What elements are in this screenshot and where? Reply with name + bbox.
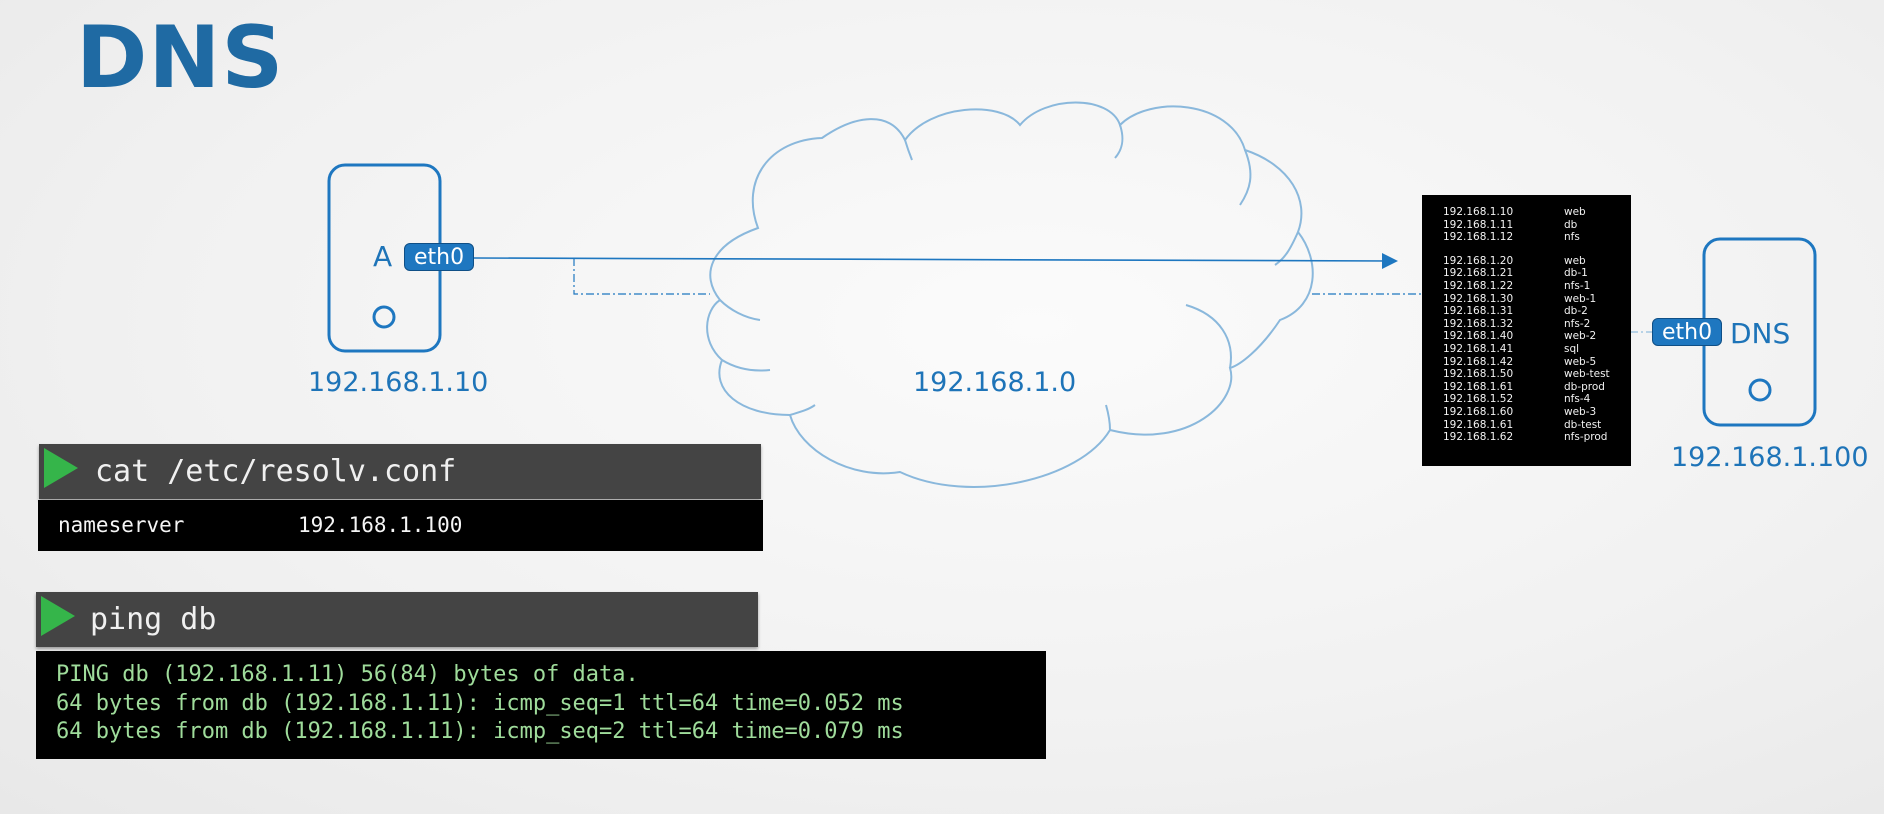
hosts-table-row: 192.168.1.40 web-2 [1443, 330, 1631, 343]
hosts-row-ip: 192.168.1.50 [1443, 368, 1514, 381]
hosts-row-name: web-1 [1564, 292, 1597, 305]
a-to-cloud-link [573, 258, 710, 295]
hosts-row-name: web-3 [1564, 405, 1597, 418]
hosts-row-name: nfs-1 [1564, 279, 1591, 292]
hosts-row-name: sql [1564, 342, 1580, 355]
hosts-row-ip: 192.168.1.20 [1443, 254, 1514, 267]
network-cloud [706, 101, 1314, 488]
hosts-row-name: web-2 [1564, 330, 1597, 343]
hosts-table-row: 192.168.1.31 db-2 [1443, 305, 1631, 318]
hosts-row-ip: 192.168.1.40 [1443, 330, 1514, 343]
hosts-row-name: db-test [1564, 418, 1602, 431]
hosts-row-name: db [1564, 218, 1578, 231]
host-a-indicator [372, 305, 396, 329]
terminal-1-command: cat /etc/resolv.conf [95, 454, 457, 489]
hosts-table-row: 192.168.1.12 nfs [1443, 231, 1631, 244]
hosts-row-name: web-test [1564, 368, 1610, 381]
play-icon [44, 448, 78, 488]
hosts-row-ip: 192.168.1.30 [1443, 292, 1514, 305]
hosts-row-name: nfs-2 [1564, 317, 1591, 330]
hosts-table-row: 192.168.1.50 web-test [1443, 368, 1631, 381]
dns-server-indicator [1748, 378, 1772, 402]
hosts-table-row: 192.168.1.60 web-3 [1443, 406, 1631, 419]
hosts-row-name: web-5 [1564, 355, 1597, 368]
hosts-row-ip: 192.168.1.60 [1443, 405, 1514, 418]
hosts-table-row: 192.168.1.10 web [1443, 206, 1631, 219]
cloud-subnet-label: 192.168.1.0 [913, 367, 1077, 398]
dns-eth0-badge: eth0 [1652, 318, 1723, 346]
hosts-row-ip: 192.168.1.41 [1443, 342, 1514, 355]
resolv-key: nameserver [58, 513, 185, 537]
ping-output-line: 64 bytes from db (192.168.1.11): icmp_se… [56, 690, 904, 716]
hosts-row-ip: 192.168.1.11 [1443, 218, 1514, 231]
hosts-row-name: db-1 [1564, 267, 1588, 280]
hosts-table-row: 192.168.1.30 web-1 [1443, 293, 1631, 306]
hosts-table-row: 192.168.1.41 sql [1443, 343, 1631, 356]
hosts-row-ip: 192.168.1.22 [1443, 279, 1514, 292]
hosts-row-name: db-2 [1564, 305, 1588, 318]
hosts-table-row: 192.168.1.11 db [1443, 219, 1631, 232]
host-a-name: A [373, 240, 393, 273]
terminal-2-output: PING db (192.168.1.11) 56(84) bytes of d… [36, 651, 1046, 759]
hosts-table-row: 192.168.1.61 db-prod [1443, 381, 1631, 394]
hosts-table-row: 192.168.1.32 nfs-2 [1443, 318, 1631, 331]
resolv-value: 192.168.1.100 [298, 513, 463, 537]
hosts-row-name: db-prod [1564, 380, 1605, 393]
hosts-row-ip: 192.168.1.32 [1443, 317, 1514, 330]
hosts-table-row: 192.168.1.52 nfs-4 [1443, 393, 1631, 406]
hosts-row-ip: 192.168.1.12 [1443, 231, 1514, 244]
hosts-table-row: 192.168.1.22 nfs-1 [1443, 280, 1631, 293]
hosts-table-row: 192.168.1.21 db-1 [1443, 267, 1631, 280]
hosts-row-name: web [1564, 254, 1586, 267]
ping-output-line: 64 bytes from db (192.168.1.11): icmp_se… [56, 719, 904, 744]
hosts-row-ip: 192.168.1.61 [1443, 418, 1514, 431]
hosts-row-name: nfs [1564, 231, 1580, 244]
hosts-table-row: 192.168.1.42 web-5 [1443, 356, 1631, 369]
hosts-row-name: nfs-prod [1564, 431, 1608, 444]
hosts-row-ip: 192.168.1.52 [1443, 393, 1514, 406]
dns-server-ip: 192.168.1.100 [1671, 442, 1869, 473]
hosts-row-ip: 192.168.1.21 [1443, 267, 1514, 280]
ping-output-line: PING db (192.168.1.11) 56(84) bytes of d… [56, 662, 639, 687]
request-arrow [473, 257, 1393, 262]
hosts-table-row: 192.168.1.62 nfs-prod [1443, 431, 1631, 444]
hosts-row-ip: 192.168.1.61 [1443, 380, 1514, 393]
hosts-row-ip: 192.168.1.42 [1443, 355, 1514, 368]
hosts-row-ip: 192.168.1.31 [1443, 305, 1514, 318]
terminal-2-command-bar: ping db [36, 592, 758, 647]
terminal-1-output: nameserver 192.168.1.100 [38, 500, 763, 551]
host-a-eth0-badge: eth0 [404, 243, 475, 271]
hosts-row-ip: 192.168.1.62 [1443, 431, 1514, 444]
slide-title: DNS [76, 8, 285, 108]
hosts-table-row: 192.168.1.20 web [1443, 255, 1631, 268]
terminal-2-command: ping db [90, 602, 217, 637]
hosts-row-name: nfs-4 [1564, 393, 1591, 406]
dns-server-name: DNS [1730, 317, 1791, 350]
play-icon [41, 596, 75, 636]
hosts-row-ip: 192.168.1.10 [1443, 206, 1514, 218]
terminal-1-command-bar: cat /etc/resolv.conf [39, 444, 761, 499]
hosts-table-row: 192.168.1.61 db-test [1443, 419, 1631, 432]
hosts-row-name: web [1564, 206, 1586, 218]
host-a-ip: 192.168.1.10 [308, 367, 489, 398]
